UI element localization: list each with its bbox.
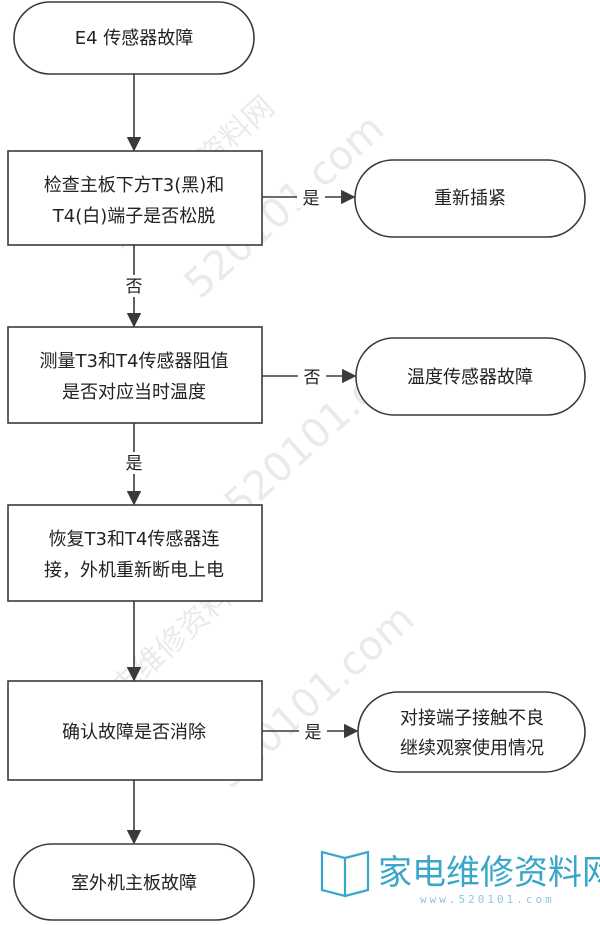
- node-restore-connection-line1: 恢复T3和T4传感器连: [49, 529, 220, 550]
- book-icon: [320, 850, 370, 898]
- edge-labels: 是 否 否 是 是: [120, 186, 327, 743]
- node-replug: 重新插紧: [354, 159, 586, 238]
- site-logo-url: www.520101.com: [420, 893, 555, 906]
- node-replug-text: 重新插紧: [434, 188, 506, 209]
- node-restore-connection: 恢复T3和T4传感器连 接，外机重新断电上电: [7, 504, 263, 602]
- site-logo-text: 家电维修资料网: [378, 853, 600, 893]
- node-board-fault: 室外机主板故障: [13, 843, 255, 921]
- node-check-terminal: 检查主板下方T3(黑)和 T4(白)端子是否松脱: [7, 150, 263, 246]
- node-sensor-fault-text: 温度传感器故障: [407, 367, 533, 388]
- node-check-terminal-line2: T4(白)端子是否松脱: [52, 206, 216, 227]
- node-measure-resistance-line1: 测量T3和T4传感器阻值: [40, 351, 229, 372]
- edge-label-yes-2: 是: [126, 454, 143, 474]
- node-measure-resistance-line2: 是否对应当时温度: [62, 382, 206, 403]
- edge-label-no-1: 否: [126, 277, 143, 297]
- edge-label-no-2: 否: [304, 368, 321, 388]
- node-check-terminal-line1: 检查主板下方T3(黑)和: [44, 175, 225, 196]
- node-confirm-cleared-text: 确认故障是否消除: [62, 722, 206, 743]
- edge-label-yes-1: 是: [303, 189, 320, 209]
- node-measure-resistance: 测量T3和T4传感器阻值 是否对应当时温度: [7, 326, 263, 424]
- node-restore-connection-line2: 接，外机重新断电上电: [44, 560, 224, 581]
- edge-label-yes-3: 是: [305, 723, 322, 743]
- site-logo: 家电维修资料网 www.520101.com: [320, 850, 600, 906]
- node-poor-contact-line2: 继续观察使用情况: [400, 738, 544, 759]
- node-start: E4 传感器故障: [13, 1, 255, 75]
- node-poor-contact-line1: 对接端子接触不良: [400, 708, 544, 729]
- node-poor-contact: 对接端子接触不良 继续观察使用情况: [357, 691, 586, 773]
- node-confirm-cleared: 确认故障是否消除: [7, 680, 263, 781]
- node-board-fault-text: 室外机主板故障: [71, 873, 197, 894]
- node-start-text: E4 传感器故障: [75, 28, 194, 49]
- node-sensor-fault: 温度传感器故障: [355, 337, 586, 416]
